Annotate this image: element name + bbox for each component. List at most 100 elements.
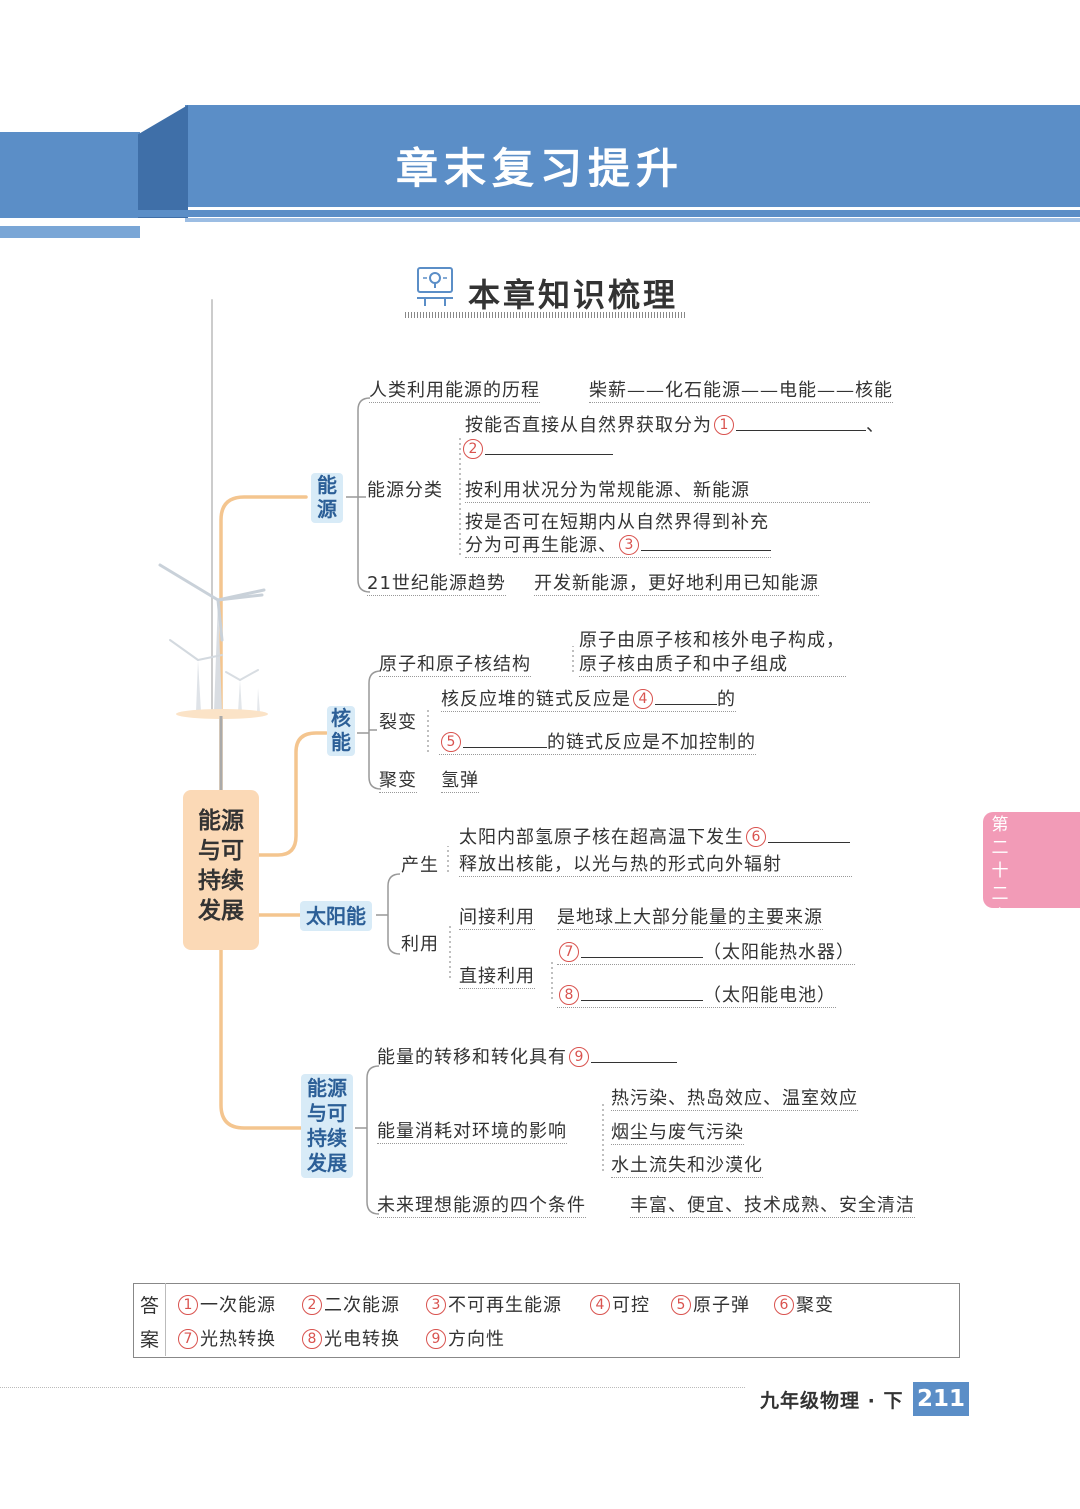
- node-nuclear-char-2: 能: [331, 730, 351, 754]
- blank-number-7: 7: [559, 942, 579, 962]
- node-sustainable-line-3: 持续: [307, 1126, 347, 1150]
- fusion-value: 氢弹: [441, 766, 479, 793]
- answer-number: 3: [426, 1295, 446, 1315]
- root-line-2: 与可: [198, 838, 244, 864]
- answer-blank-4: [655, 690, 717, 705]
- class-item-2: 按利用状况分为常规能源、新能源: [465, 476, 870, 503]
- produce-label: 产生: [401, 855, 439, 876]
- node-sustainable: 能源 与可 持续 发展: [301, 1074, 353, 1178]
- blank-number-5: 5: [441, 732, 461, 752]
- section-title: 本章知识梳理: [468, 276, 679, 314]
- answer-blank-3: [641, 536, 771, 551]
- answer-blank-5: [463, 733, 547, 748]
- impact-item-3: 水土流失和沙漠化: [611, 1151, 763, 1178]
- answer-blank-6: [768, 828, 850, 843]
- node-sustainable-line-1: 能源: [307, 1076, 347, 1100]
- future-value: 丰富、便宜、技术成熟、安全清洁: [630, 1191, 915, 1218]
- produce-line-1-text: 太阳内部氢原子核在超高温下发生: [459, 827, 744, 848]
- class-item-1-cont: 2: [461, 439, 613, 460]
- class-item-1-text: 按能否直接从自然界获取分为: [465, 415, 712, 436]
- direct-item-2: 8（太阳能电池）: [557, 981, 836, 1008]
- root-node: 能源 与可 持续 发展: [183, 790, 259, 950]
- answer-number: 9: [426, 1329, 446, 1349]
- fission-item-1-end: 的: [717, 689, 736, 710]
- blank-number-8: 8: [559, 985, 579, 1005]
- chapter-tab-char-2: 二: [991, 838, 1009, 858]
- blank-number-6: 6: [746, 827, 766, 847]
- fusion-label: 聚变: [379, 766, 417, 793]
- answer-text: 一次能源: [200, 1295, 276, 1316]
- answer-blank-9: [591, 1048, 677, 1063]
- node-sustainable-line-4: 发展: [307, 1151, 347, 1175]
- node-sustainable-line-2: 与可: [307, 1101, 347, 1125]
- answer-number: 6: [774, 1295, 794, 1315]
- indirect-value: 是地球上大部分能量的主要来源: [557, 903, 823, 930]
- banner-left-block: [0, 132, 140, 218]
- atom-label: 原子和原子核结构: [379, 650, 531, 677]
- blank-number-9: 9: [569, 1047, 589, 1067]
- answer-text: 原子弹: [693, 1295, 750, 1316]
- answer-text: 不可再生能源: [448, 1295, 562, 1316]
- answer-blank-8: [581, 986, 703, 1001]
- node-energy-char-1: 能: [317, 473, 337, 497]
- answer-blank-1: [736, 416, 866, 431]
- history-value: 柴薪——化石能源——电能——核能: [589, 376, 893, 403]
- atom-line-2: 原子核由质子和中子组成: [579, 650, 846, 677]
- section-underline: [405, 312, 687, 318]
- class-label: 能源分类: [367, 480, 443, 501]
- blank-number-3: 3: [619, 535, 639, 555]
- chapter-tab: [983, 812, 1080, 908]
- root-line-4: 发展: [198, 898, 244, 924]
- blank-number-4: 4: [633, 689, 653, 709]
- direct-item-1: 7 （太阳能热水器）: [557, 938, 855, 965]
- page-title: 章末复习提升: [395, 144, 684, 193]
- answer-number: 2: [302, 1295, 322, 1315]
- banner-strip-light: [185, 218, 1080, 222]
- trend-label: 21世纪能源趋势: [367, 569, 506, 596]
- answer-text: 可控: [612, 1295, 650, 1316]
- answer-number: 5: [671, 1295, 691, 1315]
- answer-blank-2: [485, 440, 613, 455]
- banner: [185, 105, 1080, 207]
- answer-number: 4: [590, 1295, 610, 1315]
- answer-text: 光热转换: [200, 1329, 276, 1350]
- transfer-label: 能量的转移和转化具有: [377, 1047, 567, 1068]
- direct-item-1-note: （太阳能热水器）: [703, 942, 855, 963]
- lightbulb-icon: [417, 267, 453, 306]
- chapter-tab-label: 第 二 十 二 章: [988, 814, 1012, 929]
- answer-blank-7: [581, 943, 703, 958]
- trend-value: 开发新能源，更好地利用已知能源: [534, 569, 819, 596]
- root-line-3: 持续: [198, 868, 244, 894]
- fission-item-2-text: 的链式反应是不加控制的: [547, 732, 756, 753]
- answer-text: 方向性: [448, 1329, 505, 1350]
- page-number: 211: [913, 1382, 969, 1416]
- chapter-tab-char-5: 章: [991, 907, 1009, 927]
- root-line-1: 能源: [198, 808, 244, 834]
- banner-strip: [0, 210, 1080, 217]
- class-item-3b: 分为可再生能源、3: [465, 531, 771, 558]
- wind-turbine-graphic: [158, 563, 268, 719]
- impact-label: 能量消耗对环境的影响: [377, 1117, 567, 1144]
- answer-text: 二次能源: [324, 1295, 400, 1316]
- book-name: 九年级物理 · 下: [760, 1390, 904, 1412]
- answer-text: 聚变: [796, 1295, 834, 1316]
- answer-head-1: 答: [140, 1295, 161, 1317]
- answer-text: 光电转换: [324, 1329, 400, 1350]
- node-nuclear-char-1: 核: [331, 706, 351, 730]
- node-solar: 太阳能: [300, 901, 372, 931]
- impact-item-2: 烟尘与废气污染: [611, 1118, 744, 1145]
- future-label: 未来理想能源的四个条件: [377, 1191, 586, 1218]
- node-nuclear: 核 能: [327, 706, 355, 756]
- answer-head-2: 案: [140, 1329, 161, 1351]
